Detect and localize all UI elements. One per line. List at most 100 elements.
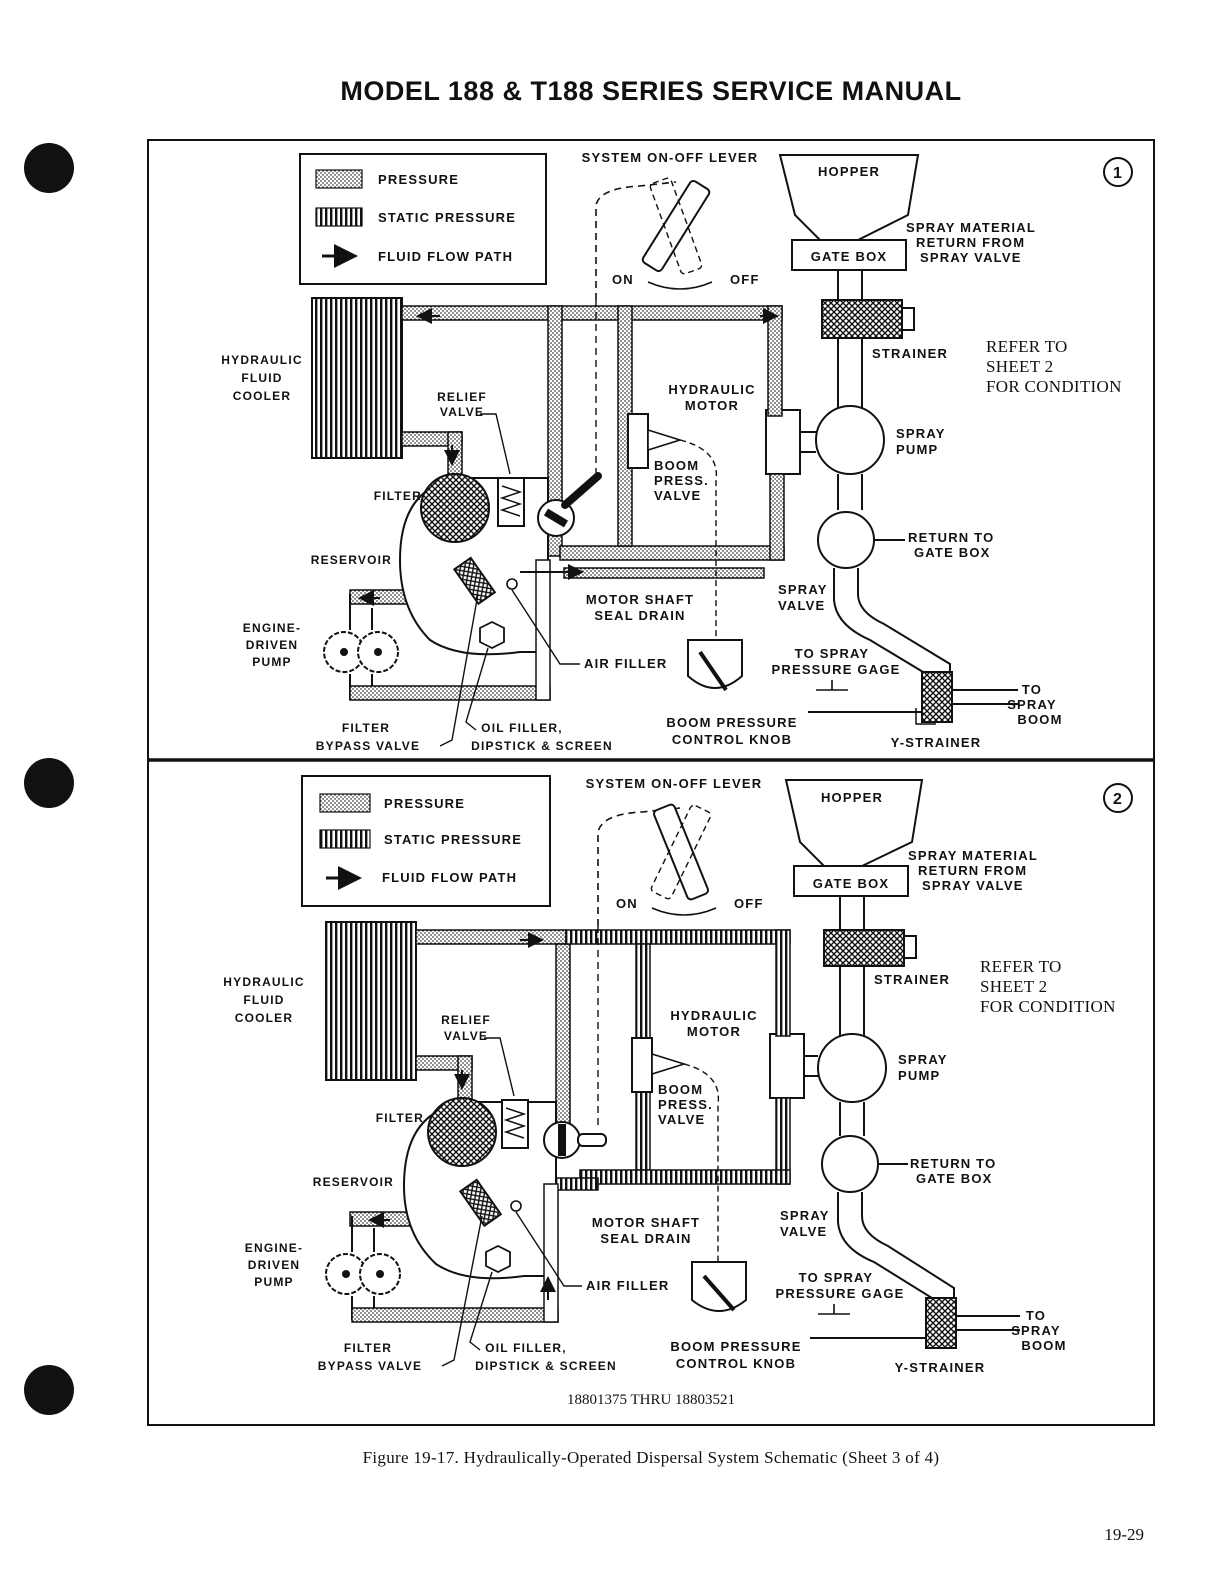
- spray-pump-label: SPRAY: [898, 1052, 948, 1067]
- boom-pressure-control-knob: [691, 1261, 747, 1312]
- schematic-panel-2: PRESSURE STATIC PRESSURE FLUID FLOW PATH…: [223, 775, 1133, 1375]
- oil-filler-label: OIL FILLER,: [481, 721, 563, 735]
- filter: [420, 473, 490, 543]
- on-label: ON: [612, 272, 634, 287]
- hydraulic-fluid-cooler: [311, 297, 403, 459]
- legend-fluid-flow-label: FLUID FLOW PATH: [382, 870, 517, 885]
- spray-line-pipe: [837, 270, 863, 300]
- hydraulic-fluid-cooler-label: HYDRAULIC: [223, 975, 304, 989]
- spray-pump-label: PUMP: [898, 1068, 940, 1083]
- boom-pressure-valve: [627, 413, 649, 469]
- spray-valve: [817, 511, 875, 569]
- hydraulic-motor-coupling: [765, 409, 801, 475]
- legend-static-pressure-label: STATIC PRESSURE: [378, 210, 516, 225]
- spray-pump-label: SPRAY: [896, 426, 946, 441]
- lever-linkage-dashed: [597, 807, 681, 926]
- spray-material-label: SPRAY MATERIAL: [906, 220, 1036, 235]
- return-to-gate-box-label: GATE BOX: [916, 1171, 993, 1186]
- air-filler-label: AIR FILLER: [586, 1278, 670, 1293]
- boom-press-valve-label: BOOM: [658, 1082, 703, 1097]
- reservoir-label: RESERVOIR: [313, 1175, 394, 1189]
- panel-number-badge: [1103, 157, 1133, 187]
- hopper-label: HOPPER: [821, 790, 883, 805]
- filter-bypass-valve-label: FILTER: [344, 1341, 392, 1355]
- oil-filler-label: DIPSTICK & SCREEN: [471, 739, 613, 753]
- static-pressure-swatch: [315, 207, 363, 227]
- engine-driven-pump-label: DRIVEN: [248, 1258, 301, 1272]
- spray-material-label: SPRAY VALVE: [922, 878, 1024, 893]
- on-label: ON: [616, 896, 638, 911]
- off-label: OFF: [730, 272, 760, 287]
- refer-note: REFER TO: [980, 957, 1062, 976]
- y-strainer: [925, 1297, 957, 1349]
- motor-shaft-seal-drain-label: MOTOR SHAFT: [586, 592, 694, 607]
- page-title: MODEL 188 & T188 SERIES SERVICE MANUAL: [340, 76, 962, 106]
- spray-valve-pipe: [837, 1192, 955, 1306]
- motor-shaft-seal-drain-label: SEAL DRAIN: [600, 1231, 691, 1246]
- binder-hole-middle: [24, 758, 74, 808]
- y-strainer-label: Y-STRAINER: [895, 1360, 986, 1375]
- gate-box-label: GATE BOX: [811, 249, 888, 264]
- hydraulic-fluid-cooler: [325, 921, 417, 1081]
- refer-note: SHEET 2: [980, 977, 1047, 996]
- pressure-swatch: [315, 169, 363, 189]
- boom-press-valve-label: BOOM: [654, 458, 699, 473]
- figure-caption: Figure 19-17. Hydraulically-Operated Dis…: [362, 1448, 940, 1467]
- gate-box: [793, 865, 909, 897]
- oil-filler-cap: [479, 620, 505, 650]
- spray-valve: [821, 1135, 879, 1193]
- pressure-lines: [349, 305, 785, 605]
- filter-bypass-valve-label: BYPASS VALVE: [316, 739, 420, 753]
- relief-valve-label: VALVE: [444, 1029, 488, 1043]
- lever-on-position: [650, 804, 712, 900]
- legend-box: PRESSURE STATIC PRESSURE FLUID FLOW PATH: [299, 153, 547, 285]
- figure-frame: [147, 139, 1155, 1426]
- hydraulic-motor-label: HYDRAULIC: [668, 382, 755, 397]
- system-lever-icon: [641, 179, 711, 273]
- boom-pressure-knob-label: BOOM PRESSURE: [670, 1339, 801, 1354]
- panel-number-badge: [1103, 783, 1133, 813]
- lever-swing-arc: [647, 281, 713, 290]
- boom-press-valve-label: PRESS.: [658, 1097, 713, 1112]
- filter-bypass-valve: [458, 1178, 503, 1228]
- legend-box: PRESSURE STATIC PRESSURE FLUID FLOW PATH: [301, 775, 551, 907]
- y-strainer: [921, 671, 953, 723]
- to-spray-pressure-gage-label: PRESSURE GAGE: [775, 1286, 904, 1301]
- hydraulic-motor-label: MOTOR: [687, 1024, 741, 1039]
- lever-off-position: [649, 177, 703, 275]
- spray-material-label: RETURN FROM: [918, 863, 1027, 878]
- boom-pressure-knob-label: CONTROL KNOB: [672, 732, 792, 747]
- oil-filler-label: OIL FILLER,: [485, 1341, 567, 1355]
- filter: [427, 1097, 497, 1167]
- schematic-panel-1: PRESSURE STATIC PRESSURE FLUID FLOW PATH…: [221, 150, 1133, 753]
- relief-valve: [497, 477, 525, 527]
- strainer-label: STRAINER: [874, 972, 950, 987]
- refer-note: REFER TO: [986, 337, 1068, 356]
- engine-driven-pump-label: ENGINE-: [243, 621, 301, 635]
- system-lever-icon: [653, 803, 709, 901]
- filter-bypass-valve: [452, 556, 497, 606]
- reservoir-label: RESERVOIR: [311, 553, 392, 567]
- system-lever-label: SYSTEM ON-OFF LEVER: [586, 776, 763, 791]
- hydraulic-motor-label: HYDRAULIC: [670, 1008, 757, 1023]
- strainer: [823, 929, 905, 967]
- filter-label: FILTER: [374, 489, 422, 503]
- spray-valve-label: SPRAY: [778, 582, 828, 597]
- to-spray-boom-label: BOOM: [1021, 1338, 1066, 1353]
- panel-number: 1: [1113, 165, 1123, 182]
- y-strainer-label: Y-STRAINER: [891, 735, 982, 750]
- to-spray-boom-label: TO: [1022, 682, 1042, 697]
- spray-material-label: SPRAY VALVE: [920, 250, 1022, 265]
- pump-return-line: [349, 685, 551, 701]
- motor-shaft-seal-drain-label: MOTOR SHAFT: [592, 1215, 700, 1230]
- to-spray-boom-label: TO: [1026, 1308, 1046, 1323]
- legend-pressure-label: PRESSURE: [384, 796, 465, 811]
- pressure-swatch: [319, 793, 371, 813]
- refer-note: SHEET 2: [986, 357, 1053, 376]
- filter-label: FILTER: [376, 1111, 424, 1125]
- strainer: [821, 299, 903, 339]
- hopper-label: HOPPER: [818, 164, 880, 179]
- spray-pump: [815, 405, 885, 475]
- spray-valve-pipe: [833, 568, 951, 682]
- filter-bypass-valve-label: FILTER: [342, 721, 390, 735]
